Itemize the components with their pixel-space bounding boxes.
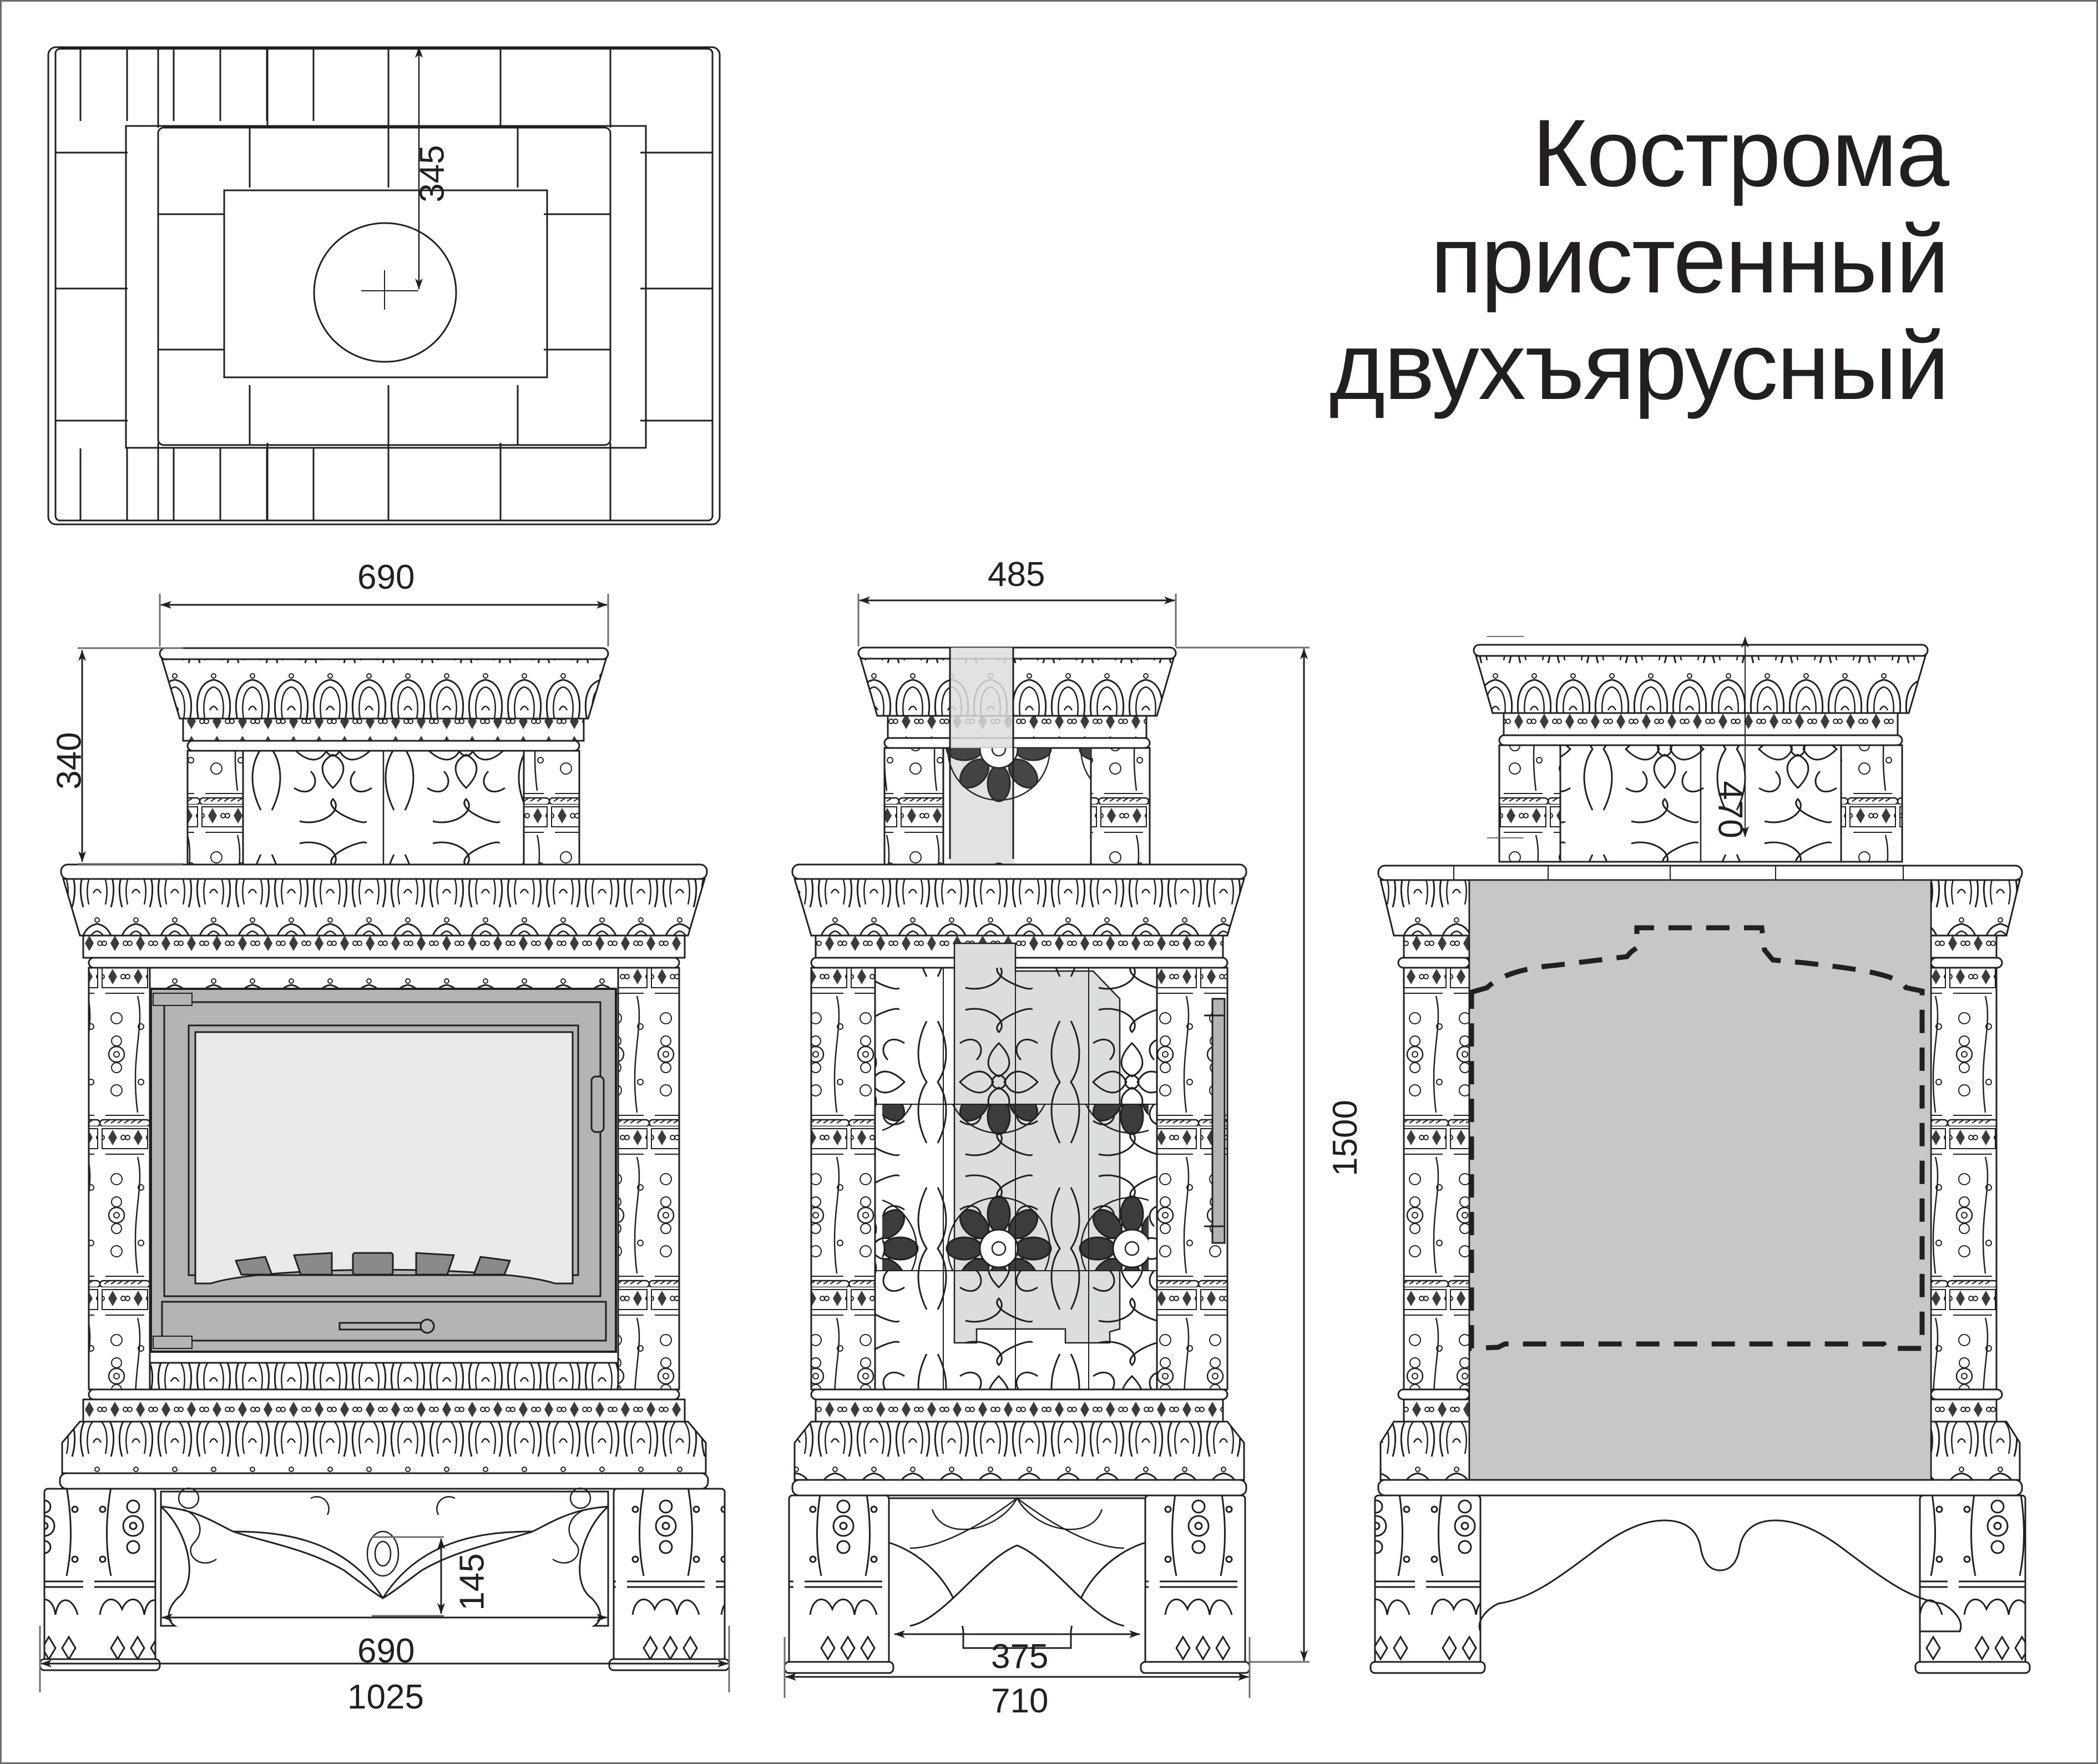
side-view	[783, 646, 1251, 1674]
dim-front-overall-width: 1025	[347, 1678, 424, 1716]
plan-view	[47, 46, 721, 525]
dim-side-top-width: 485	[988, 555, 1045, 594]
title-block: Кострома пристенный двухъярусный	[1329, 100, 1949, 419]
dim-plan-flue-offset: 345	[413, 145, 452, 203]
title-placement: пристенный	[1430, 206, 1949, 313]
dimension-lines	[39, 594, 1749, 1698]
fireplace-door	[150, 988, 617, 1353]
dim-front-legs-inner-width: 690	[357, 1632, 415, 1670]
dim-side-legs-inner-width: 375	[991, 1637, 1049, 1676]
dim-side-overall-width: 710	[991, 1682, 1049, 1720]
dim-front-top-width: 690	[357, 558, 415, 597]
title-model-name: Кострома	[1532, 100, 1949, 206]
dim-front-upper-tier-height: 340	[50, 732, 89, 790]
title-tiers: двухъярусный	[1329, 313, 1949, 419]
dim-back-flue-height: 470	[1711, 781, 1750, 838]
front-view	[39, 647, 730, 1671]
dim-front-arch-height: 145	[453, 1553, 492, 1611]
back-view	[1369, 644, 2031, 1674]
dim-side-overall-height: 1500	[1326, 1100, 1364, 1176]
